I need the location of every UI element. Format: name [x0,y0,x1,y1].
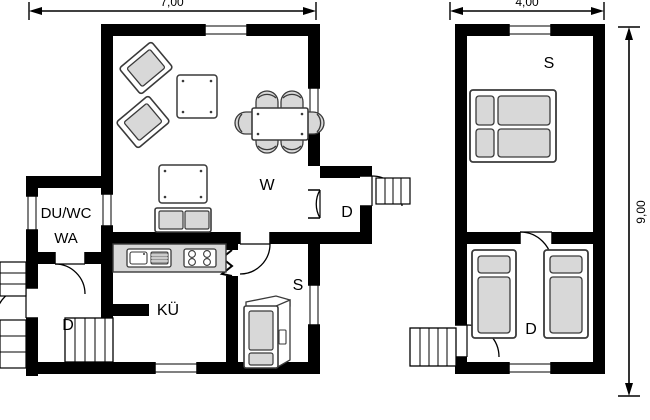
room-label-bathroom: DU/WC [41,205,92,222]
upper-floor-width-label: 4,00 [515,0,539,9]
window-upper-bedroom-south [508,362,552,374]
door-living-to-kitchen [239,232,271,275]
dining-chair [255,90,279,111]
door-hall-to-bathroom [54,252,86,295]
dining-chair [234,111,255,135]
upper-floor-plan: S D [409,24,605,374]
room-label-upper-bedroom: S [544,55,555,72]
room-label-entry: D [341,204,353,221]
upper-floor-windows [508,24,552,374]
coffee-table [176,74,218,119]
window-bedroom-east [308,284,320,326]
room-label-lower-bedroom: D [525,321,537,338]
sink [126,248,172,268]
dining-chair [280,90,304,111]
bed-double [469,89,557,163]
exterior-steps-east [375,177,411,205]
height-label: 9,00 [634,200,648,224]
bed-single [243,295,291,370]
room-label-laundry: WA [54,230,78,247]
upper-floor-walls [455,24,605,374]
armchair [116,95,170,149]
armchair [119,41,173,95]
door-entry-exterior [360,175,403,207]
height-dimension: 9,00 [618,26,648,397]
door-living-to-entry [308,189,321,219]
dining-chair [304,111,325,135]
dining-set [234,90,325,154]
staircase-upper [409,327,457,367]
room-label-bedroom: S [293,277,304,294]
room-label-living: W [259,177,275,194]
room-label-hall: D [62,317,74,334]
bed-single [471,249,517,339]
ground-floor-width-dimension: 7,00 [28,0,317,20]
upper-floor-doors [455,231,553,358]
exterior-deck-west [0,261,27,369]
staircase-ground [64,317,114,363]
window-bathroom-west [26,195,38,231]
room-label-kitchen: KÜ [157,301,179,319]
ground-floor-doors [0,175,403,319]
stove [183,248,217,268]
coffee-table [158,164,208,204]
window-living-north [204,24,248,36]
bed-single [543,249,589,339]
sofa [154,207,212,233]
upper-floor-width-dimension: 4,00 [449,0,605,20]
door-upper-between-rooms [519,231,553,265]
ground-floor-width-label: 7,00 [160,0,184,9]
window-bathroom-east [101,193,113,227]
ground-floor-plan: W DU/WC WA D KÜ S D [0,24,411,376]
dining-table [251,107,309,141]
kitchen-counter [112,243,227,273]
window-upper-bedroom-north [508,24,552,36]
window-kitchen-south [154,362,198,374]
